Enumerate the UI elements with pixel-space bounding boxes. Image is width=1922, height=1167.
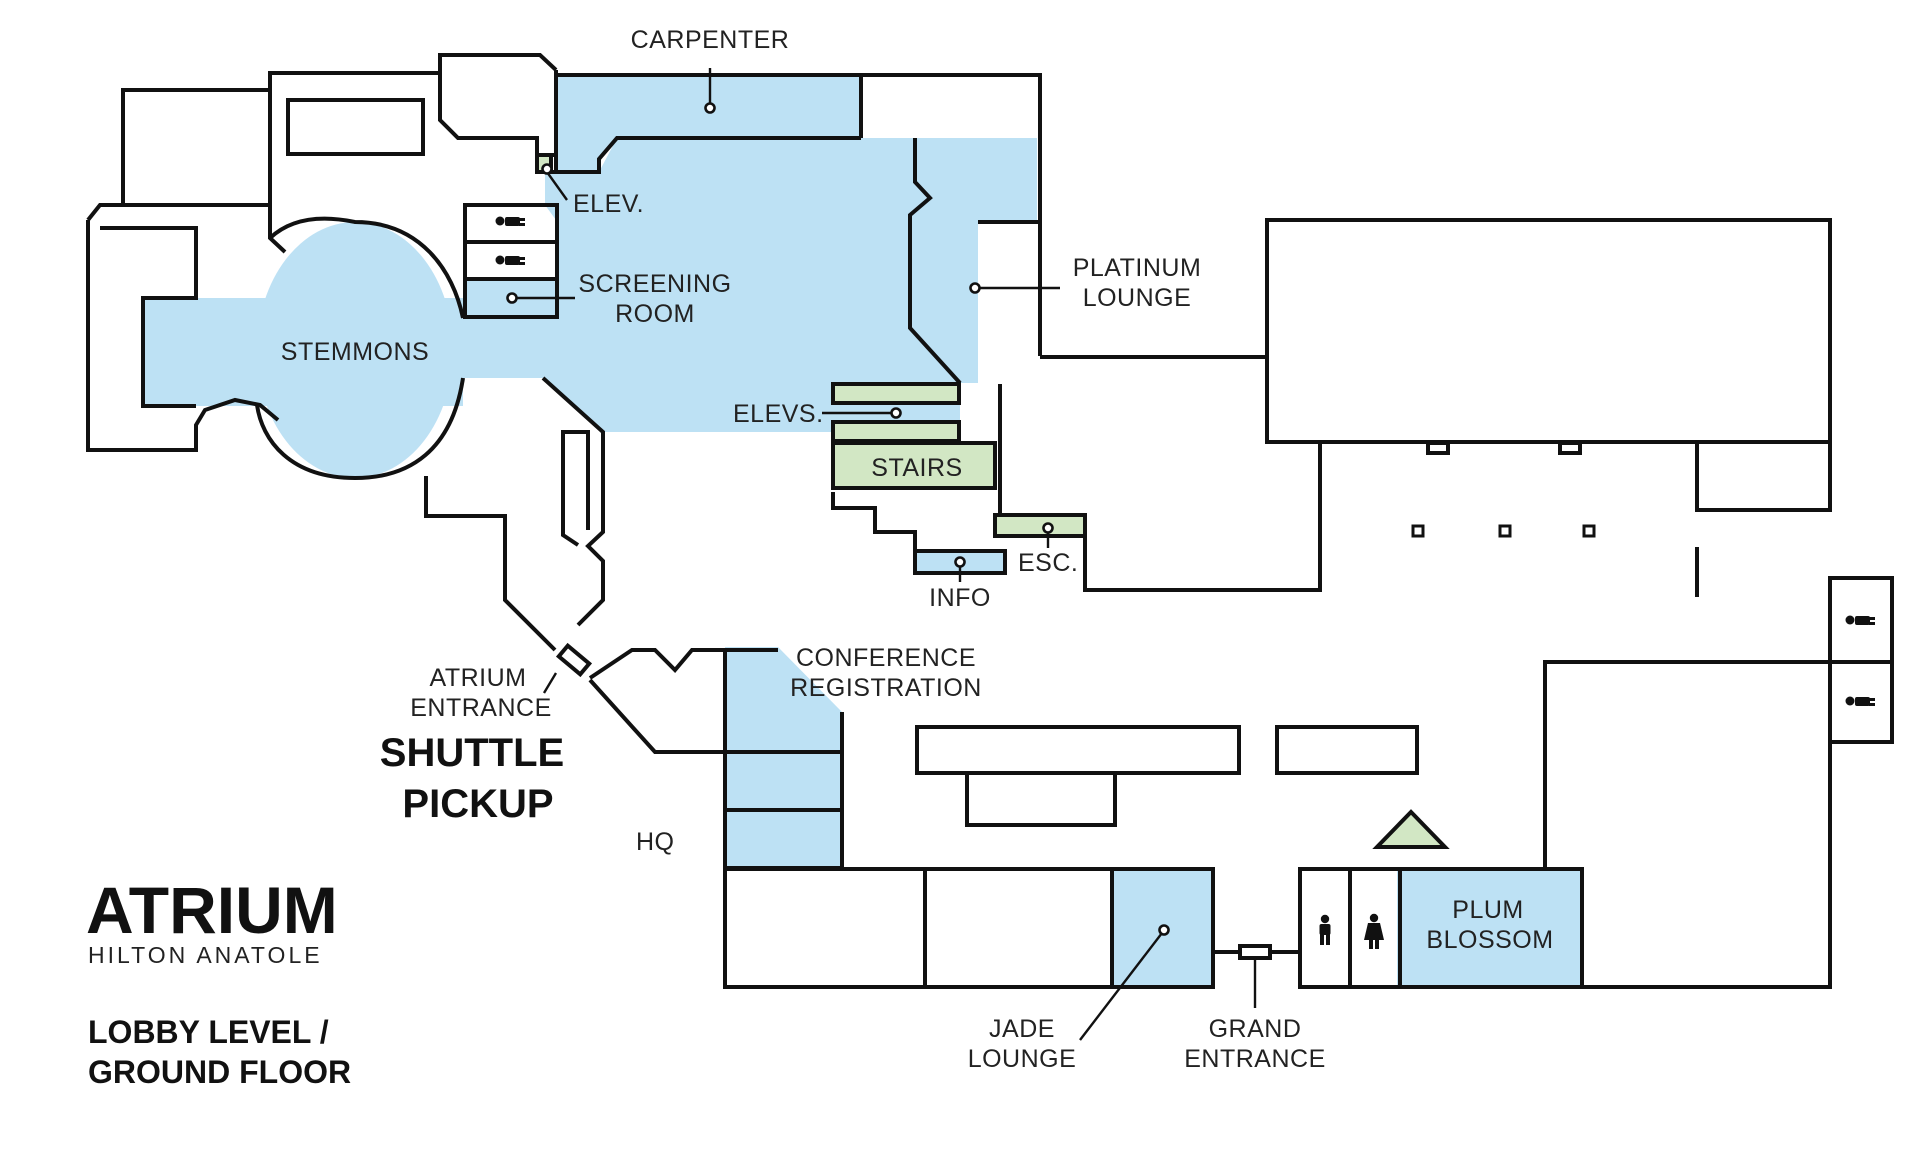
label-conference-2: REGISTRATION (790, 674, 982, 702)
label-grand-1: GRAND (1209, 1015, 1302, 1043)
walls (86, 53, 1894, 989)
restroom-upper-men-icon (495, 216, 525, 226)
label-platinum-1: PLATINUM (1073, 254, 1202, 282)
circulation-areas (535, 153, 1450, 849)
label-info: INFO (929, 584, 991, 612)
elevator-bank-upper[interactable] (831, 382, 961, 405)
label-jade-1: JADE (989, 1015, 1055, 1043)
label-atrium-entrance-2: ENTRANCE (410, 694, 552, 722)
restroom-upper-women-icon (495, 255, 525, 265)
label-hq: HQ (636, 828, 675, 856)
label-grand-2: ENTRANCE (1184, 1045, 1326, 1073)
map-title-block: ATRIUM HILTON ANATOLE LOBBY LEVEL / GROU… (86, 873, 351, 1090)
label-jade-2: LOUNGE (968, 1045, 1077, 1073)
mens-restroom-icon (1319, 914, 1331, 945)
carpenter-room[interactable] (556, 75, 861, 172)
plum-blossom-room[interactable] (1397, 869, 1582, 985)
label-plum-2: BLOSSOM (1426, 926, 1553, 954)
label-platinum-2: LOUNGE (1083, 284, 1192, 312)
level-line1: LOBBY LEVEL / (88, 1014, 329, 1050)
restroom-right-men-icon (1845, 615, 1875, 625)
label-conference-1: CONFERENCE (796, 644, 976, 672)
shuttle-line2: PICKUP (402, 782, 553, 826)
label-stairs: STAIRS (871, 454, 962, 482)
lobby-blue-area (458, 138, 960, 432)
label-elev: ELEV. (573, 190, 644, 218)
label-screening-2: ROOM (615, 300, 695, 328)
conference-registration-room[interactable] (725, 647, 842, 868)
label-atrium-entrance-1: ATRIUM (430, 664, 527, 692)
label-screening-1: SCREENING (578, 270, 731, 298)
platinum-lounge-room[interactable] (910, 138, 1037, 383)
label-leaders (506, 68, 1257, 1041)
shuttle-pickup-label: SHUTTLE PICKUP (380, 731, 564, 826)
triangle-marker-icon (1372, 809, 1450, 849)
shuttle-line1: SHUTTLE (380, 731, 564, 775)
label-carpenter: CARPENTER (631, 26, 790, 54)
level-line2: GROUND FLOOR (88, 1054, 351, 1090)
label-esc: ESC. (1018, 549, 1078, 577)
meeting-areas (143, 75, 1582, 985)
escalator[interactable] (993, 513, 1087, 538)
map-subtitle: HILTON ANATOLE (88, 942, 323, 968)
restroom-right-women-icon (1845, 696, 1875, 706)
elevator-bank-lower[interactable] (831, 420, 961, 443)
stairs[interactable] (831, 441, 997, 490)
label-elevs: ELEVS. (733, 400, 824, 428)
womens-restroom-icon (1364, 913, 1384, 949)
label-stemmons: STEMMONS (281, 338, 429, 366)
map-title: ATRIUM (86, 873, 338, 947)
label-plum-1: PLUM (1452, 896, 1523, 924)
room-labels: CARPENTER ELEV. SCREENING ROOM STEMMONS … (281, 26, 1553, 1073)
